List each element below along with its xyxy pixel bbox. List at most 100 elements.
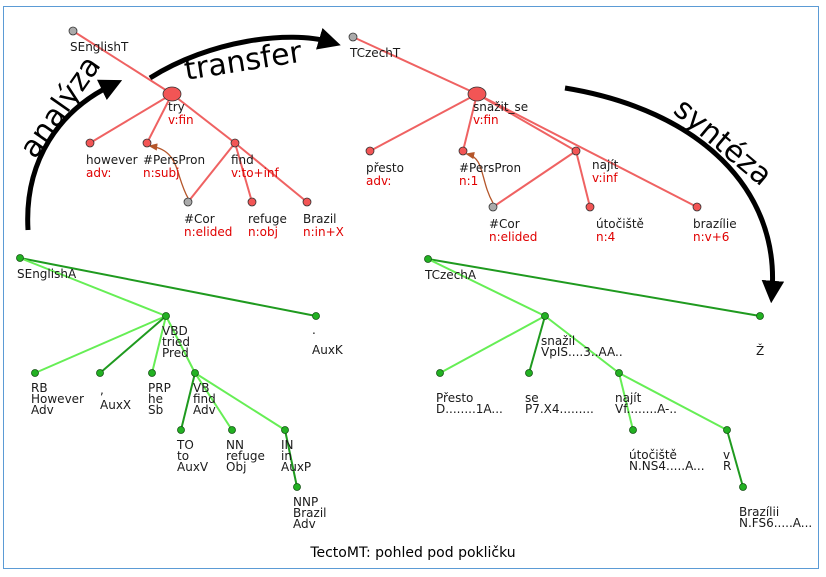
node-functor: adv:	[86, 166, 111, 180]
node-afun: Adv	[193, 403, 216, 417]
node-lemma: #Cor	[184, 212, 215, 226]
a-node	[756, 312, 764, 320]
node-tag: RB	[31, 381, 48, 395]
node-afun: AuxV	[177, 460, 209, 474]
node-form: to	[177, 449, 189, 463]
node-tag: VpIS....3..AA..	[541, 345, 623, 359]
node-form: Brazil	[293, 506, 327, 520]
t-edge	[352, 36, 478, 95]
node-lemma: #Cor	[489, 217, 520, 231]
node-form: se	[525, 391, 539, 405]
node-lemma: najít	[592, 158, 619, 172]
t-edge	[575, 150, 591, 208]
a-node	[96, 369, 104, 377]
a-edge	[427, 258, 761, 317]
node-tag: R	[723, 459, 731, 473]
t-edge	[369, 93, 478, 152]
t-edge	[492, 150, 577, 208]
t-edge	[476, 93, 698, 208]
node-form: However	[31, 392, 84, 406]
node-tag: P7.X4.........	[525, 402, 594, 416]
node-lemma: brazílie	[693, 217, 737, 231]
a-root-node	[16, 254, 24, 262]
node-tag: PRP	[148, 381, 171, 395]
node-tag: Vf........A-..	[615, 402, 677, 416]
a-node	[31, 369, 39, 377]
node-afun: Pred	[162, 346, 189, 360]
a-edge	[427, 258, 546, 317]
node-lemma: přesto	[366, 161, 404, 175]
a-edge	[618, 372, 634, 431]
node-form: in	[281, 449, 292, 463]
node-lemma: #PersPron	[143, 153, 205, 167]
czech-t-tree: TCzechT snažit_se v:fin přesto adv: #Per…	[348, 32, 737, 244]
node-lemma: snažit_se	[473, 100, 528, 114]
node-form: v	[723, 448, 730, 462]
node-afun: Adv	[31, 403, 54, 417]
a-edge	[99, 315, 167, 374]
a-node	[541, 312, 549, 320]
node-functor: n:v+6	[693, 230, 729, 244]
node-tag: IN	[281, 438, 294, 452]
diagram-frame	[3, 6, 819, 569]
transfer-label: transfer	[182, 35, 305, 88]
a-edge	[194, 372, 233, 431]
synthesis-arrow	[564, 85, 785, 304]
t-edge	[171, 93, 236, 144]
node-tag: VBD	[162, 324, 188, 338]
a-edge	[34, 315, 167, 374]
czech-a-tree: TCzechA snažil VpIS....3..AA.. Ž Přesto …	[424, 255, 812, 530]
node-functor: v:inf	[592, 171, 618, 185]
t-root-label: TCzechT	[349, 46, 401, 60]
a-root-label: TCzechA	[424, 268, 477, 282]
t-edge	[187, 142, 236, 203]
node-tag: NN	[226, 438, 244, 452]
node-form: Přesto	[436, 391, 473, 405]
a-edge	[284, 429, 298, 488]
coref-arrow	[465, 152, 494, 204]
node-form: najít	[615, 391, 642, 405]
t-node	[85, 138, 95, 148]
a-edge	[544, 315, 620, 374]
a-node	[525, 369, 533, 377]
a-root-label: SEnglishA	[17, 267, 77, 281]
a-node	[739, 483, 747, 491]
coref-arrow	[148, 143, 189, 199]
t-root-node	[348, 32, 358, 42]
a-node	[723, 426, 731, 434]
node-afun: AuxX	[100, 398, 131, 412]
node-afun: Obj	[226, 460, 246, 474]
node-lemma: try	[168, 100, 185, 114]
t-edge	[234, 142, 253, 203]
a-edge	[19, 257, 317, 317]
node-functor: v:fin	[473, 113, 499, 127]
analysis-arrow	[25, 79, 123, 231]
a-edge	[618, 372, 728, 431]
node-functor: adv:	[366, 174, 391, 188]
t-verb-node	[467, 86, 487, 102]
node-functor: n:4	[596, 230, 615, 244]
a-node	[162, 312, 170, 320]
t-root-label: SEnglishT	[70, 40, 129, 54]
synthesis-label: syntéza	[667, 91, 779, 193]
english-a-tree: SEnglishA VBD tried Pred . AuxK RB Howev…	[16, 254, 344, 531]
t-edge	[462, 93, 478, 152]
node-tag: NNP	[293, 495, 318, 509]
a-node	[177, 426, 185, 434]
t-node	[571, 146, 581, 156]
t-node	[585, 202, 595, 212]
t-node	[365, 146, 375, 156]
node-form: find	[193, 392, 216, 406]
t-node	[247, 197, 257, 207]
a-edge	[528, 315, 546, 374]
t-edge	[89, 93, 173, 144]
node-form: ,	[100, 383, 104, 397]
a-edge	[180, 372, 196, 431]
node-form: útočiště	[629, 448, 677, 462]
node-form: tried	[162, 335, 190, 349]
node-form: he	[148, 392, 163, 406]
node-functor: n:obj	[248, 225, 278, 239]
a-node	[312, 312, 320, 320]
node-functor: n:1	[459, 174, 478, 188]
node-form: refuge	[226, 449, 265, 463]
